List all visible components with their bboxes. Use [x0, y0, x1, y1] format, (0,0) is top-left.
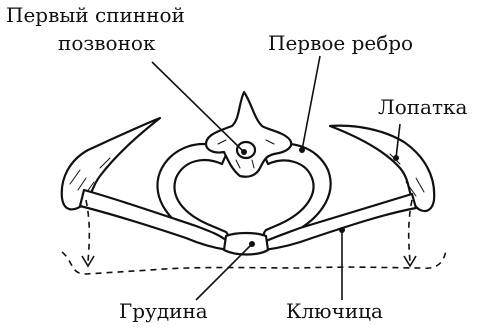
leader-first-rib — [302, 56, 320, 150]
dot-scapula — [393, 155, 399, 161]
dot-vertebra — [241, 149, 247, 155]
right-scapula — [330, 126, 434, 211]
label-scapula: Лопатка — [378, 96, 467, 119]
label-first-rib: Первое ребро — [268, 32, 413, 55]
first-thoracic-vertebra — [206, 92, 291, 177]
label-sternum: Грудина — [119, 300, 208, 323]
left-clavicle — [80, 190, 228, 250]
left-scapula — [62, 118, 160, 209]
label-first-thoracic-vertebra-line2: позвонок — [58, 32, 155, 55]
dot-first-rib — [299, 147, 305, 153]
sternum — [224, 233, 268, 255]
label-first-thoracic-vertebra-line1: Первый спинной — [6, 4, 185, 27]
dot-sternum — [249, 241, 255, 247]
label-clavicle: Ключица — [286, 300, 383, 323]
dot-clavicle — [339, 227, 345, 233]
leader-vertebra — [152, 62, 244, 152]
leader-sternum — [196, 244, 252, 300]
